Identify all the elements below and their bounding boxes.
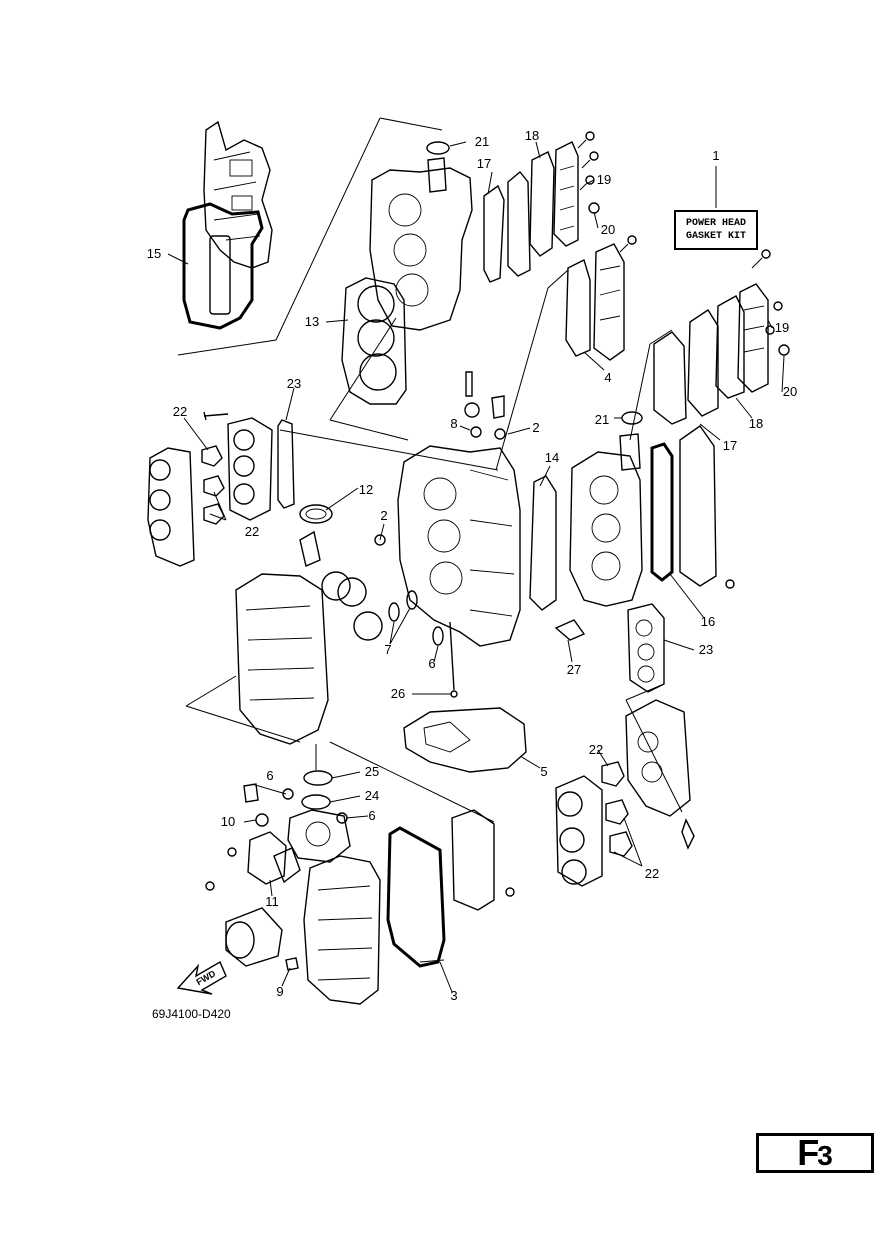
callout-8: 8	[450, 416, 457, 431]
callout-21-upper: 21	[475, 134, 489, 149]
leader-bracket-left	[279, 429, 499, 471]
callout-5: 5	[540, 764, 547, 779]
callout-7: 7	[384, 642, 391, 657]
power-head-gasket-kit-label: POWER HEAD GASKET KIT	[674, 210, 758, 250]
callout-16: 16	[701, 614, 715, 629]
callout-6-right: 6	[368, 808, 375, 823]
callout-22-upper-right: 22	[589, 742, 603, 757]
callout-22-lower-left: 22	[245, 524, 259, 539]
fwd-arrow-icon: FWD	[176, 960, 227, 995]
gasket-5	[403, 707, 527, 773]
callout-2-left: 2	[380, 508, 387, 523]
callout-21-right: 21	[595, 412, 609, 427]
oil-seal-24	[301, 794, 331, 810]
cylinder-head-upper	[369, 157, 473, 331]
callout-1: 1	[712, 148, 719, 163]
callout-6-left: 6	[266, 768, 273, 783]
callout-4: 4	[604, 370, 611, 385]
intake-right-lower	[625, 699, 695, 850]
exhaust-plate	[451, 809, 495, 911]
throttle-bodies-right	[555, 775, 603, 887]
kit-label-line2: GASKET KIT	[685, 231, 746, 242]
orings-lower	[243, 783, 348, 827]
gasket-16	[650, 442, 674, 582]
exhaust-manifold-4	[565, 243, 625, 361]
oring-9	[285, 957, 299, 971]
callout-27: 27	[567, 662, 581, 677]
intake-manifold-top-left	[203, 120, 273, 269]
gasket-14	[529, 475, 557, 611]
callout-22-upper-left: 22	[173, 404, 187, 419]
orings-7-6	[388, 590, 444, 646]
gaskets-22-left	[201, 445, 225, 525]
cylinder-block	[397, 445, 521, 647]
gasket-15-inner	[209, 235, 231, 315]
callout-9: 9	[276, 984, 283, 999]
callout-22-lower-right: 22	[645, 866, 659, 881]
callout-14: 14	[545, 450, 559, 465]
kit-label-line1: POWER HEAD	[685, 218, 746, 229]
callout-20-upper: 20	[601, 222, 615, 237]
page-label-box: F 3	[756, 1132, 874, 1173]
callout-15: 15	[147, 246, 161, 261]
cylinder-head-right	[569, 433, 643, 607]
bracket-27	[554, 619, 586, 641]
callout-10: 10	[221, 814, 235, 829]
oil-seal-21-upper	[426, 141, 450, 155]
lead-bracket-right-lower	[625, 683, 683, 813]
callout-26: 26	[391, 686, 405, 701]
gasket-23-right	[627, 603, 665, 693]
lower-crankcase	[303, 855, 381, 1005]
callout-20-right: 20	[783, 384, 797, 399]
callout-19-right: 19	[775, 320, 789, 335]
leader-bracket-4	[495, 269, 569, 471]
callout-11: 11	[265, 894, 279, 909]
bolt-plate	[505, 887, 515, 897]
group-bracket-upper	[177, 117, 443, 441]
gasket-23-left	[277, 419, 295, 509]
callout-18-upper: 18	[525, 128, 539, 143]
oil-seal-12	[299, 504, 333, 524]
intake-left	[147, 411, 273, 567]
gasket-5-inner	[423, 721, 471, 753]
gasket-3	[386, 826, 446, 968]
callout-23-right: 23	[699, 642, 713, 657]
small-parts-2-8	[374, 371, 506, 546]
page-number: 3	[817, 1140, 833, 1171]
exhaust-cover-right	[653, 283, 769, 425]
callout-13: 13	[305, 314, 319, 329]
leader-lines	[167, 141, 785, 993]
lead-bracket-lower	[419, 959, 445, 963]
gasket-15	[182, 202, 264, 330]
oil-seal-12-inner	[305, 508, 327, 520]
callout-24: 24	[365, 788, 379, 803]
callout-6-block: 6	[428, 656, 435, 671]
callout-12: 12	[359, 482, 373, 497]
callout-17-right: 17	[723, 438, 737, 453]
callout-23-left: 23	[287, 376, 301, 391]
bolts-upper	[577, 131, 637, 253]
callout-3: 3	[450, 988, 457, 1003]
exhaust-cover-upper	[483, 141, 579, 283]
oil-seal-25	[303, 770, 333, 786]
oil-seal-21-right	[621, 411, 643, 425]
exhaust-cover-lower-right	[679, 425, 735, 589]
callout-19-upper: 19	[597, 172, 611, 187]
callouts: 1 2 2 3 4 5 6 6 6 7 8 9 10 11 12 13 14 1…	[147, 128, 797, 1003]
callout-17-upper: 17	[477, 156, 491, 171]
bearing-housing	[287, 809, 351, 863]
oil-filter	[205, 881, 283, 967]
gasket-13	[341, 277, 407, 405]
oil-tube-26	[449, 621, 455, 691]
diagram-reference-code: 69J4100-D420	[152, 1007, 231, 1021]
page-letter: F	[797, 1132, 819, 1173]
bolts-right	[751, 249, 790, 356]
callout-2-right: 2	[532, 420, 539, 435]
callout-25: 25	[365, 764, 379, 779]
crankcase-crankshaft	[235, 530, 383, 745]
group-bracket-crank	[185, 675, 495, 823]
callout-18-right: 18	[749, 416, 763, 431]
thermostat-housing-11	[227, 831, 301, 885]
